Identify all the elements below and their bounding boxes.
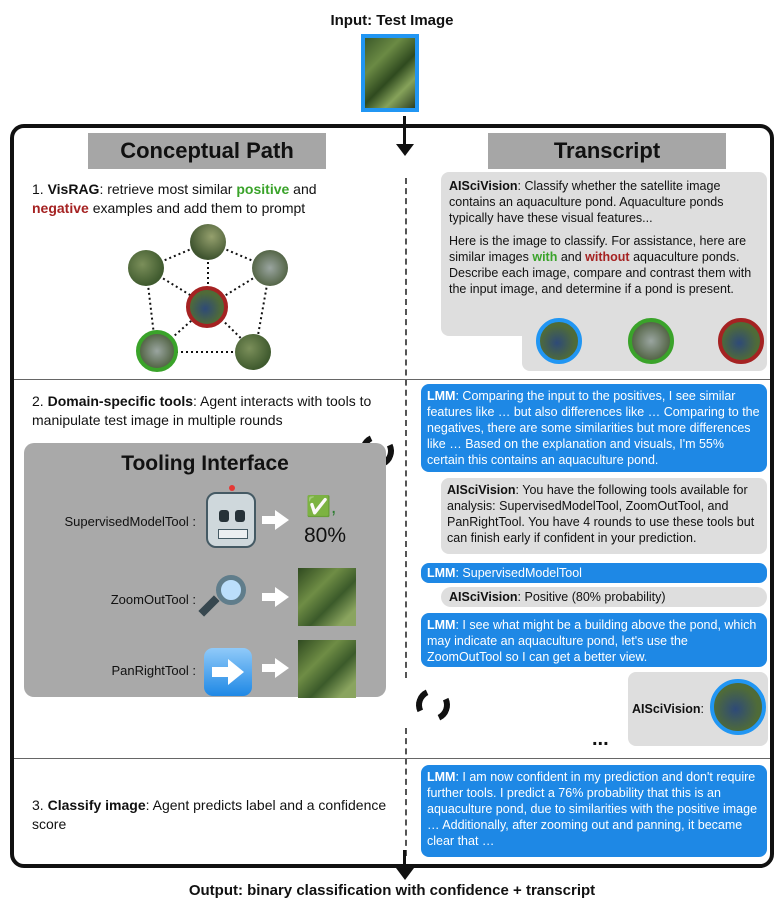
right-arrow-button-icon: [204, 648, 252, 696]
input-image-thumb: [536, 318, 582, 364]
section-divider-2: [14, 758, 770, 759]
lmm-message-1: LMM: Comparing the input to the positive…: [421, 384, 767, 472]
arrow-shaft-top: [403, 116, 406, 146]
arrow-shaft-tool2: [262, 593, 276, 601]
transcript-header: Transcript: [488, 133, 726, 169]
aiscivision-images: [522, 310, 767, 371]
example-image-right: [252, 250, 288, 286]
test-image: [361, 34, 419, 112]
arrow-tool3: [275, 658, 289, 678]
panned-image: [298, 640, 356, 698]
zoomed-input-image: [710, 679, 766, 735]
input-title: Input: Test Image: [330, 12, 454, 29]
column-divider: [405, 178, 407, 678]
tool-result-value: 80%: [304, 524, 347, 547]
arrow-tool2: [275, 587, 289, 607]
negative-image-thumb: [718, 318, 764, 364]
arrow-head-top: [396, 144, 414, 156]
zoomed-out-image: [298, 568, 356, 626]
conceptual-path-header: Conceptual Path: [88, 133, 326, 169]
aiscivision-message-2: AISciVision: You have the following tool…: [441, 478, 767, 554]
output-title: Output: binary classification with confi…: [188, 882, 596, 899]
lmm-message-final: LMM: I am now confident in my prediction…: [421, 765, 767, 857]
example-image-top: [190, 224, 226, 260]
aiscivision-message-3: AISciVision: Positive (80% probability): [441, 587, 767, 607]
tool-label-supervised: SupervisedModelTool :: [64, 514, 196, 529]
example-image-bottom-right: [235, 334, 271, 370]
lmm-message-3: LMM: I see what might be a building abov…: [421, 613, 767, 667]
main-frame: [10, 124, 774, 868]
example-image-left: [128, 250, 164, 286]
section3-text: 3. Classify image: Agent predicts label …: [32, 797, 387, 832]
section1-text: 1. VisRAG: retrieve most similar positiv…: [32, 181, 317, 216]
aiscivision-message-4: AISciVision:: [628, 672, 768, 746]
ellipsis: ...: [592, 728, 609, 750]
positive-image-thumb: [628, 318, 674, 364]
arrow-shaft-tool1: [262, 516, 276, 524]
positive-example-image: [136, 330, 178, 372]
tooling-title: Tooling Interface: [121, 452, 289, 475]
section-divider-1: [14, 379, 770, 380]
magnifier-icon: [216, 575, 246, 605]
tool-label-zoomout: ZoomOutTool :: [110, 592, 196, 607]
arrow-head-bottom: [396, 868, 414, 880]
lmm-message-2: LMM: SupervisedModelTool: [421, 563, 767, 583]
section2-text: 2. Domain-specific tools: Agent interact…: [32, 393, 372, 428]
robot-icon: [206, 485, 256, 548]
arrow-shaft-tool3: [262, 664, 276, 672]
negative-example-image: [186, 286, 228, 328]
arrow-tool1: [275, 510, 289, 530]
tool-label-panright: PanRightTool :: [111, 663, 196, 678]
column-divider-lower: [405, 728, 407, 856]
check-icon: ✅,: [306, 496, 337, 518]
arrow-shaft-bottom: [403, 850, 406, 872]
aiscivision-message-1: AISciVision: Classify whether the satell…: [441, 172, 767, 336]
